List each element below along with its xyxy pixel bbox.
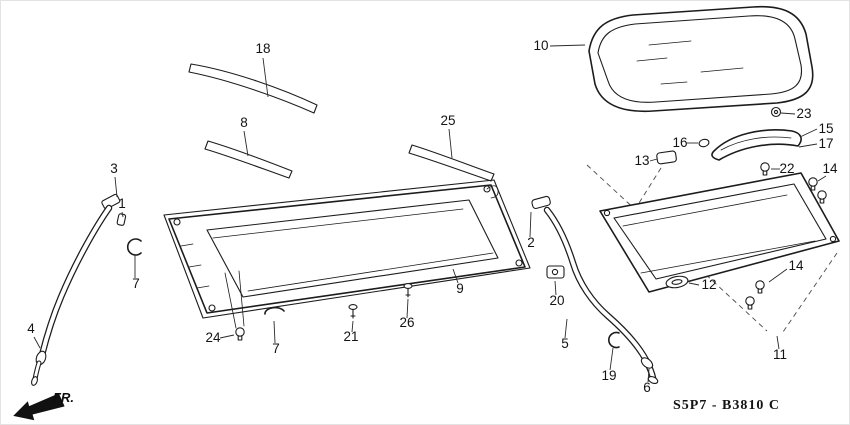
callout-leader-5	[564, 318, 568, 339]
callout-leader-14	[817, 175, 827, 182]
part-callout-26: 26	[399, 315, 414, 330]
part-callout-23: 23	[796, 106, 811, 121]
dashed-boundary-right	[782, 252, 838, 333]
part-callout-18: 18	[255, 41, 270, 56]
callout-leader-8	[243, 130, 249, 157]
drain-tube-rear-right	[531, 195, 659, 384]
callout-leader-6	[647, 368, 650, 383]
callout-leader-14	[768, 268, 788, 283]
handle-15-17	[711, 129, 802, 161]
callout-leader-17	[798, 143, 818, 148]
bracket-13	[656, 150, 677, 165]
frame-bracket-24-lines	[224, 270, 245, 329]
frame-rail-ticks	[180, 243, 210, 289]
part-callout-10: 10	[533, 38, 548, 53]
clip-16	[698, 138, 710, 148]
sunshade-knob-12	[665, 275, 689, 289]
callout-leader-3	[114, 176, 118, 198]
tube-fitting-2	[531, 195, 551, 210]
callout-leader-25	[448, 128, 453, 159]
drain-tube-4	[38, 204, 113, 359]
screw-26	[403, 283, 413, 298]
grommet-23	[770, 106, 782, 118]
part-callout-21: 21	[343, 329, 358, 344]
part-callout-11: 11	[773, 347, 787, 362]
seal-strip-25	[408, 144, 495, 182]
part-callout-3: 3	[110, 161, 118, 176]
tube-end-cap	[31, 376, 38, 386]
clip-7-bottom	[264, 306, 285, 315]
bolt-24	[235, 327, 245, 341]
part-callout-2: 2	[527, 235, 535, 250]
clip-19	[608, 331, 620, 349]
callout-leader-10	[549, 44, 586, 47]
bolt-22	[760, 162, 770, 176]
callout-leader-21	[351, 320, 354, 333]
part-callout-19: 19	[601, 368, 616, 383]
glass-panel	[588, 5, 814, 113]
part-callout-22: 22	[779, 161, 794, 176]
diagram-code: S5P7 - B3810 C	[673, 398, 780, 413]
glass-reflection-lines	[636, 40, 744, 85]
tube-joint-6	[640, 357, 654, 369]
elbow-1	[116, 213, 127, 226]
callout-leader-23	[780, 112, 796, 115]
part-callout-9: 9	[456, 281, 464, 296]
tube-fitting-3	[101, 193, 121, 210]
callout-leader-24	[219, 334, 235, 339]
part-callout-24: 24	[205, 330, 221, 345]
sunroof-frame	[163, 179, 531, 329]
bolt-14-lower-1	[755, 280, 765, 294]
part-callout-15: 15	[818, 121, 833, 136]
callout-leader-2	[529, 211, 532, 238]
callout-leader-11	[776, 335, 780, 350]
fr-direction-arrow	[13, 393, 65, 421]
callout-leader-9	[452, 268, 459, 284]
part-callout-1: 1	[118, 196, 126, 211]
callout-leader-4	[33, 336, 41, 349]
part-callout-8: 8	[240, 115, 248, 130]
callout-leader-7	[273, 320, 276, 344]
part-callout-14: 14	[822, 161, 838, 176]
part-callout-20: 20	[549, 293, 564, 308]
slide-panel-frame	[599, 172, 840, 293]
bolt-14-top-2	[817, 190, 827, 204]
clip-7-left	[126, 238, 142, 256]
part-callout-17: 17	[818, 136, 833, 151]
frame-front-rail	[212, 208, 464, 239]
frame-corner-bracket	[486, 185, 499, 199]
part-callout-12: 12	[701, 277, 716, 292]
seal-strip-8	[204, 140, 293, 179]
callout-leader-1	[121, 211, 124, 218]
drain-tube-front-left	[31, 193, 142, 386]
dashed-leader-13	[638, 167, 662, 204]
bolt-14-lower-2	[745, 296, 755, 310]
part-callout-13: 13	[634, 153, 649, 168]
callout-leader-13	[649, 158, 658, 162]
callout-leader-12	[688, 282, 700, 286]
callout-leader-19	[609, 347, 614, 371]
screw-21	[348, 304, 358, 319]
callout-leader-20	[554, 280, 557, 296]
part-callout-7: 7	[272, 341, 280, 356]
part-callout-25: 25	[440, 113, 455, 128]
fr-label: FR.	[53, 390, 74, 405]
part-callout-6: 6	[643, 380, 651, 395]
part-callout-4: 4	[27, 321, 35, 336]
tube-clamp-20	[546, 265, 565, 279]
callout-leader-18	[262, 57, 269, 98]
frame-rear-rail	[247, 252, 494, 292]
part-callout-16: 16	[672, 135, 687, 150]
part-callout-5: 5	[561, 336, 569, 351]
dashed-boundary-left	[586, 164, 768, 332]
callout-leader-26	[406, 298, 409, 319]
callout-leader-15	[799, 128, 818, 138]
part-callout-7: 7	[132, 276, 140, 291]
seal-strip-18	[188, 63, 318, 114]
part-callout-14: 14	[788, 258, 804, 273]
